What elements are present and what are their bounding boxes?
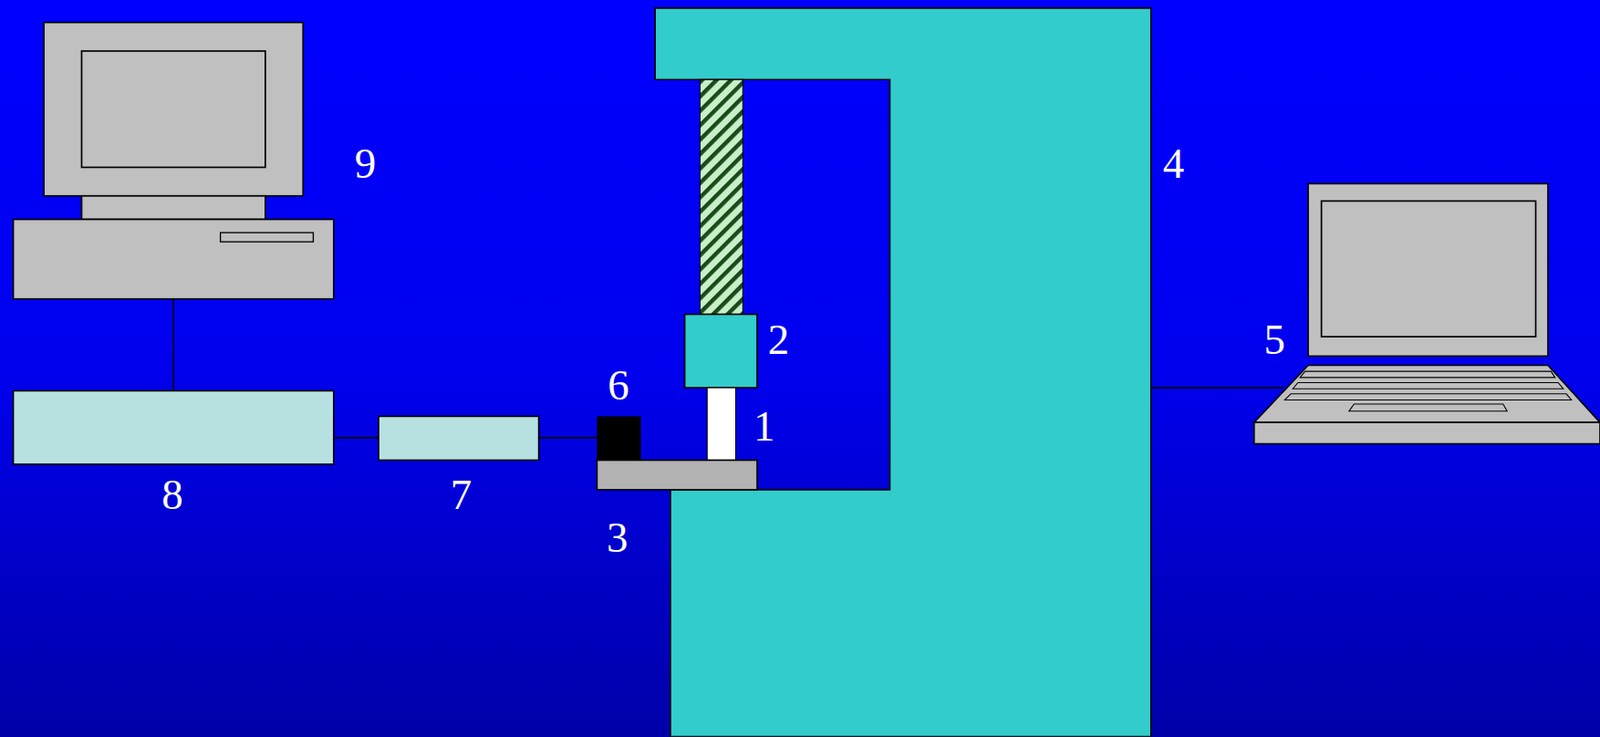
machine-frame [654, 8, 1152, 737]
callout-position: 1 [753, 405, 775, 448]
amplifier-box [378, 415, 540, 460]
wire [1151, 386, 1284, 389]
laptop-base [1254, 422, 1600, 444]
callout-number: 5 [1263, 318, 1285, 362]
callout-position: 8 [161, 473, 183, 517]
specimen [706, 387, 736, 460]
callout-position: 3 [606, 516, 628, 560]
wire [334, 436, 379, 439]
callout-number: 1 [753, 405, 775, 448]
callout-number: 4 [1163, 141, 1185, 185]
wire [539, 436, 598, 439]
key-row [1299, 371, 1556, 378]
computer-case [13, 219, 334, 300]
callout-number: 8 [161, 473, 183, 517]
callout-number: 6 [607, 363, 629, 407]
callout-position: 6 [607, 363, 629, 407]
base-plate [596, 459, 758, 489]
monitor [43, 22, 303, 197]
callout-position: 5 [1263, 318, 1285, 362]
callout-number: 2 [768, 318, 790, 362]
loading-column [699, 79, 743, 314]
callout-position: 4 [1163, 141, 1185, 185]
callout-number: 9 [354, 141, 376, 185]
laptop-computer [1254, 183, 1600, 444]
load-cell [685, 314, 758, 389]
monitor-stand [81, 196, 265, 220]
callout-number: 7 [450, 473, 472, 517]
key-row [1284, 394, 1571, 401]
screen [81, 51, 265, 168]
callout-position: 9 [354, 141, 376, 185]
desktop-computer [13, 22, 334, 300]
laptop-lid [1308, 183, 1549, 356]
acquisition-box [13, 390, 334, 465]
laptop-keyboard [1254, 364, 1600, 423]
callout-position: 7 [450, 473, 472, 517]
drive-slot [220, 232, 314, 242]
key-row [1292, 382, 1563, 389]
touchpad [1349, 404, 1507, 412]
laptop-screen [1321, 200, 1537, 337]
sensor [596, 415, 641, 460]
callout-position: 2 [768, 318, 790, 362]
callout-number: 3 [606, 516, 628, 560]
wire [172, 299, 175, 392]
